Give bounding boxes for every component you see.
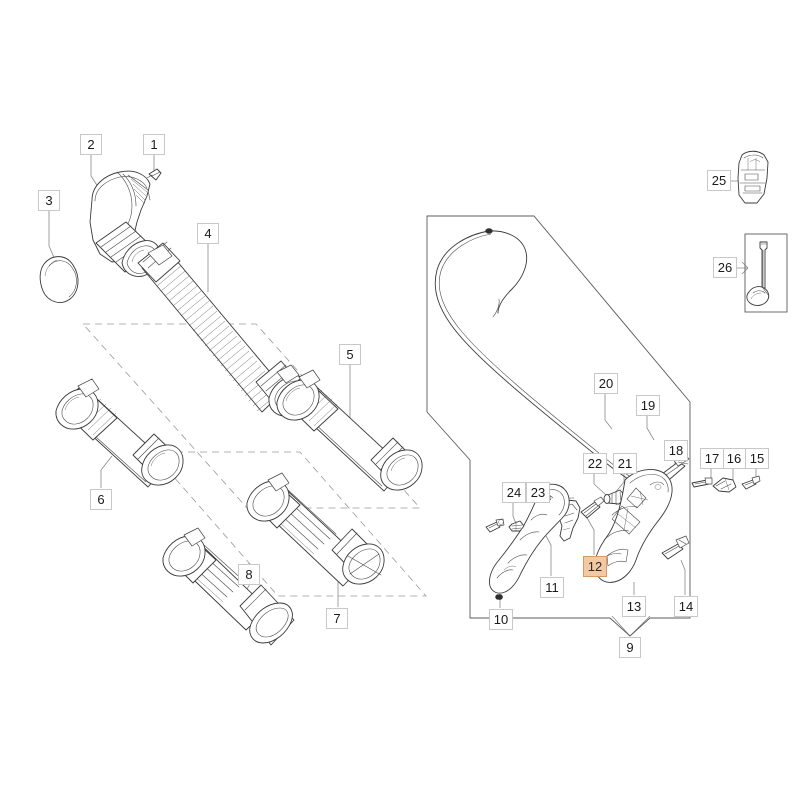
callout-label-13[interactable]: 13 xyxy=(622,596,646,617)
part-6-long-tube xyxy=(55,378,184,488)
callout-label-26[interactable]: 26 xyxy=(713,257,737,278)
part-14-screw xyxy=(661,535,690,560)
callout-label-2[interactable]: 2 xyxy=(80,134,102,155)
callout-label-22[interactable]: 22 xyxy=(583,453,607,474)
callout-label-18[interactable]: 18 xyxy=(664,440,688,461)
callout-label-6[interactable]: 6 xyxy=(90,489,112,510)
part-20-control-cable xyxy=(434,228,647,489)
callout-label-5[interactable]: 5 xyxy=(339,344,361,365)
assembly-group-frame-9 xyxy=(426,215,691,637)
callout-label-19[interactable]: 19 xyxy=(636,395,660,416)
callout-label-3[interactable]: 3 xyxy=(38,190,60,211)
callout-label-17[interactable]: 17 xyxy=(700,448,724,469)
callout-label-1[interactable]: 1 xyxy=(143,134,165,155)
part-13-handle-half-right xyxy=(594,469,673,583)
part-24-screw xyxy=(485,518,505,533)
part-26-tool xyxy=(744,233,788,313)
part-25-control-module xyxy=(737,150,769,204)
callout-label-7[interactable]: 7 xyxy=(326,608,348,629)
callout-label-25[interactable]: 25 xyxy=(707,170,731,191)
callout-label-9[interactable]: 9 xyxy=(619,637,641,658)
part-3-gasket-ring xyxy=(39,256,79,303)
part-1-screw xyxy=(146,168,162,181)
callout-label-8[interactable]: 8 xyxy=(238,564,260,585)
callout-label-24[interactable]: 24 xyxy=(502,482,526,503)
dashed-alignment-guides xyxy=(82,323,427,597)
part-23-nut xyxy=(508,520,525,532)
part-5-blower-tube xyxy=(276,369,423,492)
part-8-flat-nozzle-tube xyxy=(162,527,295,646)
callout-label-12[interactable]: 12 xyxy=(583,556,607,577)
callout-label-23[interactable]: 23 xyxy=(526,482,550,503)
part-10-housing-marker xyxy=(497,594,503,600)
part-17-pin xyxy=(691,477,713,488)
callout-label-16[interactable]: 16 xyxy=(722,448,746,469)
part-7-fluted-tube xyxy=(246,472,385,587)
part-16-bracket xyxy=(712,477,737,493)
callout-label-20[interactable]: 20 xyxy=(594,373,618,394)
part-22-pin xyxy=(580,496,605,519)
callout-label-14[interactable]: 14 xyxy=(674,596,698,617)
callout-label-4[interactable]: 4 xyxy=(197,223,219,244)
callout-label-10[interactable]: 10 xyxy=(489,609,513,630)
part-15-screw xyxy=(741,475,761,490)
callout-label-21[interactable]: 21 xyxy=(613,453,637,474)
callout-label-15[interactable]: 15 xyxy=(745,448,769,469)
callout-label-11[interactable]: 11 xyxy=(540,577,564,598)
